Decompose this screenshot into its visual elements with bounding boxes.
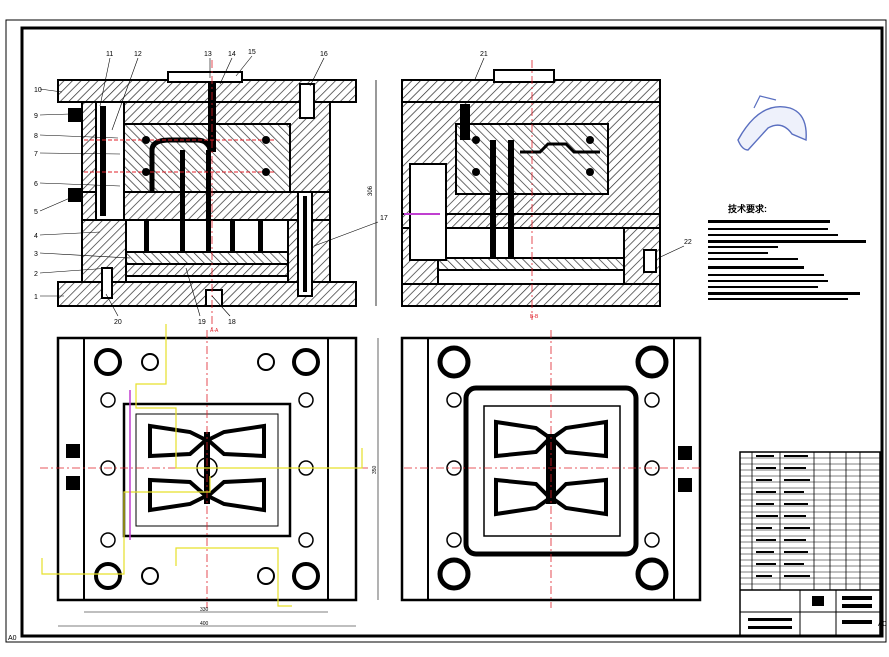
guide-pillar-core bbox=[100, 106, 106, 216]
svg-text:9: 9 bbox=[34, 113, 38, 120]
svg-text:22: 22 bbox=[684, 239, 692, 246]
tech-requirements-title: 技术要求: bbox=[728, 203, 767, 214]
ejector-pin bbox=[180, 150, 185, 252]
ejector-pin bbox=[230, 220, 235, 252]
svg-text:21: 21 bbox=[480, 51, 488, 58]
mold-height-dimension: 306 bbox=[368, 185, 374, 196]
svg-text:18: 18 bbox=[228, 319, 236, 326]
svg-text:3: 3 bbox=[34, 251, 38, 258]
water-nozzle bbox=[68, 108, 82, 122]
plate-height-dimension: 350 bbox=[372, 465, 378, 474]
svg-text:13: 13 bbox=[204, 51, 212, 58]
overall-width-dimension: 400 bbox=[200, 621, 209, 627]
svg-text:4: 4 bbox=[34, 233, 38, 240]
svg-text:17: 17 bbox=[380, 215, 388, 222]
title-block bbox=[739, 451, 881, 637]
ejector-plate bbox=[125, 263, 289, 277]
svg-text:5: 5 bbox=[34, 209, 38, 216]
plan-view-left: 330 400 350 bbox=[40, 324, 379, 627]
svg-text:15: 15 bbox=[248, 49, 256, 56]
locating-ring bbox=[167, 71, 243, 83]
sprue bbox=[208, 82, 216, 152]
svg-text:14: 14 bbox=[228, 51, 236, 58]
inner-border bbox=[20, 26, 884, 638]
outer-border bbox=[5, 19, 887, 643]
svg-text:6: 6 bbox=[34, 181, 38, 188]
svg-text:19: 19 bbox=[198, 319, 206, 326]
ejector-pin bbox=[206, 150, 211, 252]
plan-view-right bbox=[400, 330, 702, 608]
svg-text:11: 11 bbox=[106, 51, 113, 58]
part-sketch-icon bbox=[737, 95, 807, 151]
svg-text:10: 10 bbox=[34, 87, 42, 94]
sheet-size-label-right: A0 bbox=[878, 621, 887, 628]
ejector-pin bbox=[144, 220, 149, 252]
svg-text:16: 16 bbox=[320, 51, 328, 58]
water-nozzle bbox=[68, 188, 82, 202]
cavity-insert bbox=[117, 123, 291, 193]
svg-text:7: 7 bbox=[34, 151, 38, 158]
plate-width-dimension: 330 bbox=[200, 607, 209, 613]
screw bbox=[299, 83, 315, 119]
ejector-retainer-plate bbox=[125, 251, 289, 265]
front-section-view: 306 bbox=[57, 60, 377, 330]
svg-text:20: 20 bbox=[114, 319, 122, 326]
section-label: A-A bbox=[210, 328, 219, 334]
section-label-right: B-B bbox=[530, 314, 539, 320]
svg-text:8: 8 bbox=[34, 133, 38, 140]
screw bbox=[101, 267, 113, 299]
sheet-size-label: A0 bbox=[8, 635, 17, 642]
svg-text:2: 2 bbox=[34, 271, 38, 278]
ejector-pin bbox=[258, 220, 263, 252]
svg-text:1: 1 bbox=[34, 294, 38, 301]
tech-requirements: 技术要求: bbox=[708, 203, 866, 300]
side-section-view bbox=[401, 60, 661, 320]
svg-text:12: 12 bbox=[134, 51, 142, 58]
